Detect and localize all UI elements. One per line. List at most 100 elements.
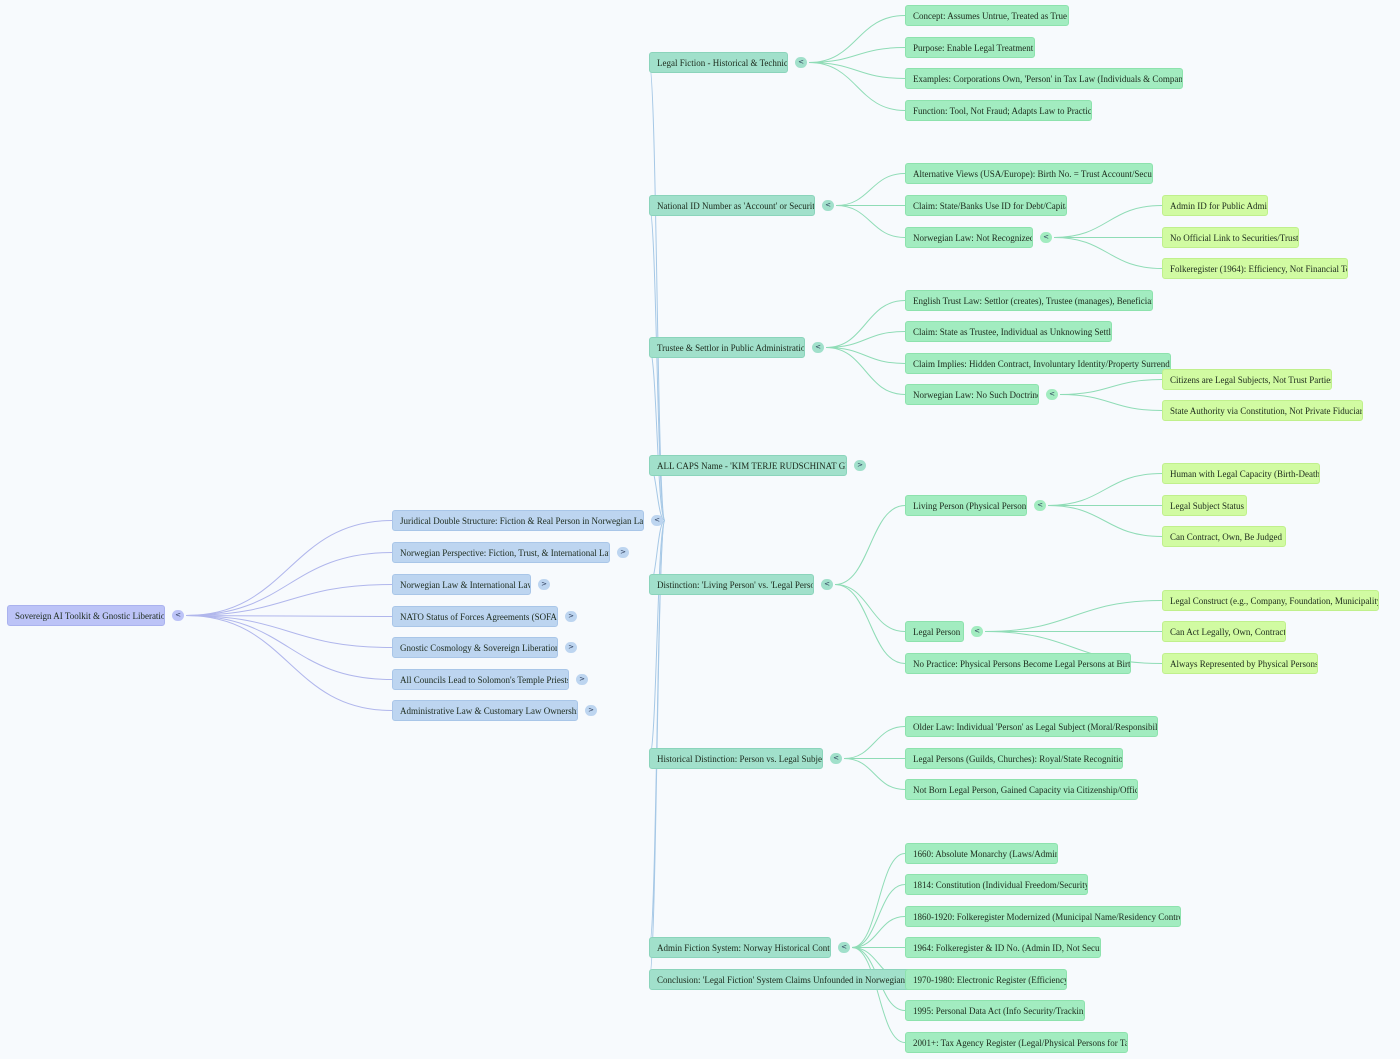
link-d11-e5 (1059, 394, 1163, 411)
leaf-english-trust-law[interactable]: English Trust Law: Settlor (creates), Tr… (905, 290, 1153, 311)
branch-councils-solomon[interactable]: All Councils Lead to Solomon's Temple Pr… (392, 669, 569, 690)
link-d12-e6 (1047, 473, 1163, 506)
collapse-toggle[interactable]: < (838, 942, 850, 953)
link-c3-d10 (825, 347, 906, 364)
leaf-claim-implies[interactable]: Claim Implies: Hidden Contract, Involunt… (905, 353, 1171, 374)
link-c7-d19 (851, 884, 906, 948)
collapse-toggle[interactable]: < (830, 753, 842, 764)
topic-national-id[interactable]: National ID Number as 'Account' or Secur… (649, 195, 815, 216)
leaf-folkeregister-1964[interactable]: Folkeregister (1964): Efficiency, Not Fi… (1162, 258, 1348, 279)
leaf-can-contract[interactable]: Can Contract, Own, Be Judged (1162, 526, 1286, 547)
root-node[interactable]: Sovereign AI Toolkit & Gnostic Liberatio… (7, 605, 165, 626)
topic-conclusion[interactable]: Conclusion: 'Legal Fiction' System Claim… (649, 969, 911, 990)
topic-legal-fiction[interactable]: Legal Fiction - Historical & Technical (649, 52, 788, 73)
link-root-b4 (185, 615, 393, 617)
topic-all-caps-name[interactable]: ALL CAPS Name - 'KIM TERJE RUDSCHINAT GR… (649, 455, 847, 476)
link-c7-d18 (851, 853, 906, 948)
collapse-toggle[interactable]: < (1046, 389, 1058, 400)
leaf-can-act-legally[interactable]: Can Act Legally, Own, Contract (1162, 621, 1286, 642)
branch-juridical-double-structure[interactable]: Juridical Double Structure: Fiction & Re… (392, 510, 644, 531)
leaf-legal-subject-status[interactable]: Legal Subject Status (1162, 495, 1247, 516)
expand-toggle[interactable]: > (565, 611, 577, 622)
leaf-alternative-views[interactable]: Alternative Views (USA/Europe): Birth No… (905, 163, 1153, 184)
collapse-toggle[interactable]: < (651, 515, 663, 526)
leaf-1995[interactable]: 1995: Personal Data Act (Info Security/T… (905, 1000, 1085, 1021)
branch-norwegian-international-law[interactable]: Norwegian Law & International Law (392, 574, 531, 595)
leaf-always-represented[interactable]: Always Represented by Physical Persons (1162, 653, 1318, 674)
expand-toggle[interactable]: > (576, 674, 588, 685)
expand-toggle[interactable]: > (617, 547, 629, 558)
leaf-not-born-legal-person[interactable]: Not Born Legal Person, Gained Capacity v… (905, 779, 1138, 800)
link-c2-d7 (835, 205, 906, 238)
expand-toggle[interactable]: > (854, 460, 866, 471)
link-root-b3 (185, 584, 393, 616)
expand-toggle[interactable]: > (585, 705, 597, 716)
leaf-claim-state-banks[interactable]: Claim: State/Banks Use ID for Debt/Capit… (905, 195, 1067, 216)
link-c7-d24 (851, 947, 906, 1043)
topic-living-vs-legal-person[interactable]: Distinction: 'Living Person' vs. 'Legal … (649, 574, 814, 595)
leaf-citizens-legal-subjects[interactable]: Citizens are Legal Subjects, Not Trust P… (1162, 369, 1332, 390)
collapse-toggle[interactable]: < (172, 610, 184, 621)
leaf-admin-id[interactable]: Admin ID for Public Admin (1162, 195, 1268, 216)
link-c5-d13 (834, 584, 906, 632)
leaf-norwegian-law-no-doctrine[interactable]: Norwegian Law: No Such Doctrine (905, 384, 1039, 405)
link-root-b5 (185, 615, 393, 648)
link-d7-e3 (1053, 237, 1163, 269)
link-c1-d4 (808, 62, 906, 111)
link-c5-d14 (834, 584, 906, 664)
collapse-toggle[interactable]: < (1040, 232, 1052, 243)
leaf-state-authority[interactable]: State Authority via Constitution, Not Pr… (1162, 400, 1363, 421)
leaf-2001[interactable]: 2001+: Tax Agency Register (Legal/Physic… (905, 1032, 1128, 1053)
link-c7-d20 (851, 916, 906, 948)
leaf-no-official-link[interactable]: No Official Link to Securities/Trusts (1162, 227, 1299, 248)
link-c6-d17 (843, 758, 906, 790)
link-b1-c2 (648, 205, 666, 521)
link-d13-e11 (984, 631, 1163, 664)
link-c1-d3 (808, 62, 906, 79)
leaf-1660[interactable]: 1660: Absolute Monarchy (Laws/Admin) (905, 843, 1058, 864)
link-root-b7 (185, 615, 393, 711)
link-c1-d1 (808, 15, 906, 63)
expand-toggle[interactable]: > (538, 579, 550, 590)
leaf-1860-1920[interactable]: 1860-1920: Folkeregister Modernized (Mun… (905, 906, 1181, 927)
link-root-b2 (185, 552, 393, 616)
branch-norwegian-perspective[interactable]: Norwegian Perspective: Fiction, Trust, &… (392, 542, 610, 563)
leaf-norwegian-law-not-recognized[interactable]: Norwegian Law: Not Recognized (905, 227, 1033, 248)
collapse-toggle[interactable]: < (971, 626, 983, 637)
link-c1-d2 (808, 47, 906, 63)
topic-admin-fiction-system[interactable]: Admin Fiction System: Norway Historical … (649, 937, 831, 958)
leaf-1970-1980[interactable]: 1970-1980: Electronic Register (Efficien… (905, 969, 1067, 990)
leaf-living-person[interactable]: Living Person (Physical Person) (905, 495, 1027, 516)
collapse-toggle[interactable]: < (821, 579, 833, 590)
topic-historical-distinction[interactable]: Historical Distinction: Person vs. Legal… (649, 748, 823, 769)
link-d12-e8 (1047, 505, 1163, 537)
link-d7-e1 (1053, 205, 1163, 238)
leaf-legal-persons-guilds[interactable]: Legal Persons (Guilds, Churches): Royal/… (905, 748, 1123, 769)
leaf-no-practice[interactable]: No Practice: Physical Persons Become Leg… (905, 653, 1131, 674)
branch-administrative-law[interactable]: Administrative Law & Customary Law Owner… (392, 700, 578, 721)
leaf-examples[interactable]: Examples: Corporations Own, 'Person' in … (905, 68, 1183, 89)
leaf-function[interactable]: Function: Tool, Not Fraud; Adapts Law to… (905, 100, 1092, 121)
link-c6-d15 (843, 726, 906, 759)
collapse-toggle[interactable]: < (795, 57, 807, 68)
collapse-toggle[interactable]: < (812, 342, 824, 353)
link-b1-c1 (648, 62, 666, 521)
leaf-claim-state-trustee[interactable]: Claim: State as Trustee, Individual as U… (905, 321, 1112, 342)
leaf-concept[interactable]: Concept: Assumes Untrue, Treated as True (905, 5, 1069, 26)
leaf-1814[interactable]: 1814: Constitution (Individual Freedom/S… (905, 874, 1088, 895)
branch-gnostic-cosmology[interactable]: Gnostic Cosmology & Sovereign Liberation (392, 637, 558, 658)
collapse-toggle[interactable]: < (1034, 500, 1046, 511)
leaf-older-law[interactable]: Older Law: Individual 'Person' as Legal … (905, 716, 1158, 737)
leaf-1964[interactable]: 1964: Folkeregister & ID No. (Admin ID, … (905, 937, 1101, 958)
leaf-purpose[interactable]: Purpose: Enable Legal Treatment (905, 37, 1035, 58)
topic-trustee-settlor[interactable]: Trustee & Settlor in Public Administrati… (649, 337, 805, 358)
expand-toggle[interactable]: > (565, 642, 577, 653)
leaf-legal-person[interactable]: Legal Person (905, 621, 964, 642)
leaf-legal-construct[interactable]: Legal Construct (e.g., Company, Foundati… (1162, 590, 1379, 611)
collapse-toggle[interactable]: < (822, 200, 834, 211)
link-c3-d9 (825, 331, 906, 348)
link-root-b6 (185, 615, 393, 680)
leaf-human-legal-capacity[interactable]: Human with Legal Capacity (Birth-Death) (1162, 463, 1320, 484)
branch-nato-sofa[interactable]: NATO Status of Forces Agreements (SOFA) (392, 606, 558, 627)
